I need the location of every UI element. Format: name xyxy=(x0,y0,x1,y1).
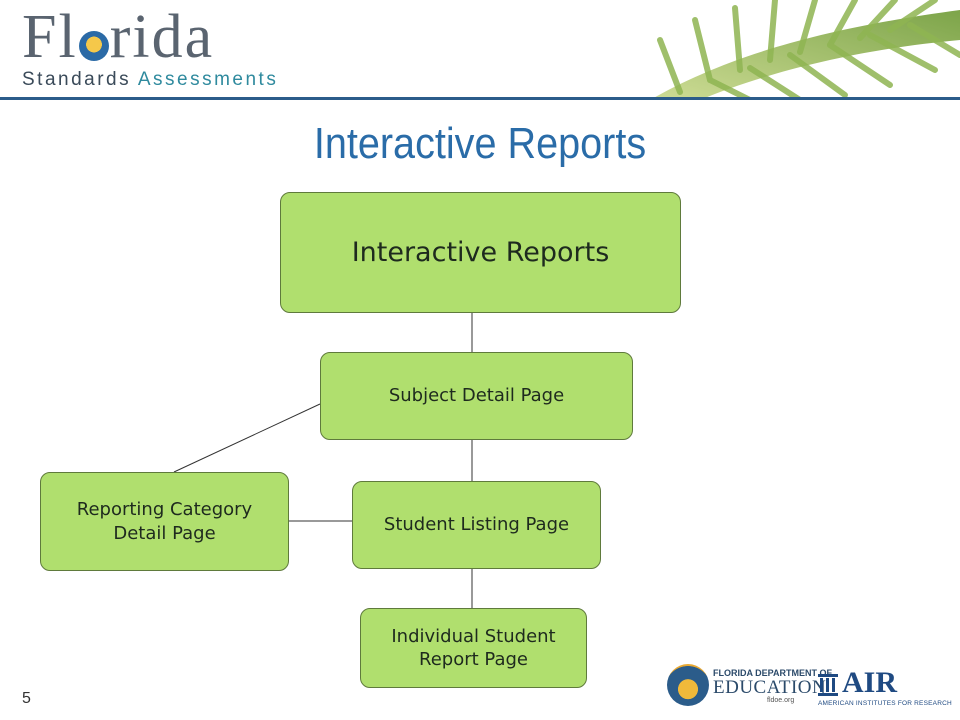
header-divider xyxy=(0,97,960,100)
fdoe-seal-icon xyxy=(667,664,709,706)
node-interactive-reports-label: Interactive Reports xyxy=(351,236,610,268)
node-interactive-reports: Interactive Reports xyxy=(280,192,681,313)
node-subject-detail-page: Subject Detail Page xyxy=(320,352,633,440)
logo-text-part-2: rida xyxy=(109,3,215,71)
fdoe-logo: FLORIDA DEPARTMENT OF EDUCATION fldoe.or… xyxy=(667,664,832,708)
connector-subject-category xyxy=(173,403,321,473)
sun-icon xyxy=(78,31,109,61)
air-logo: AIR AMERICAN INSTITUTES FOR RESEARCH xyxy=(818,666,952,710)
logo-subtitle: Standards Assessments xyxy=(22,70,278,90)
fdoe-logo-url: fldoe.org xyxy=(767,697,795,704)
logo-text-part-1: Fl xyxy=(22,3,78,71)
air-building-icon xyxy=(818,674,838,696)
fdoe-logo-line2: EDUCATION xyxy=(713,677,827,698)
node-individual-student-label-2: Report Page xyxy=(419,649,528,670)
page-number: 5 xyxy=(22,690,31,707)
node-reporting-category-label-2: Detail Page xyxy=(113,522,216,544)
slide-title: Interactive Reports xyxy=(313,119,647,168)
air-logo-text: AIR xyxy=(842,666,898,699)
node-reporting-category-detail-page: Reporting Category Detail Page xyxy=(40,472,289,571)
node-subject-detail-label: Subject Detail Page xyxy=(388,385,565,407)
node-reporting-category-label-1: Reporting Category xyxy=(76,499,253,521)
palm-frond-icon xyxy=(650,0,960,100)
logo-subtitle-standards: Standards xyxy=(22,69,132,90)
air-logo-subtitle: AMERICAN INSTITUTES FOR RESEARCH xyxy=(818,700,952,707)
fdoe-logo-line1: FLORIDA DEPARTMENT OF xyxy=(713,668,832,678)
node-student-listing-page: Student Listing Page xyxy=(352,481,601,569)
logo-subtitle-assessments: Assessments xyxy=(137,69,279,90)
node-individual-student-label-1: Individual Student xyxy=(391,625,556,647)
node-individual-student-report-page: Individual Student Report Page xyxy=(360,608,587,688)
node-student-listing-label: Student Listing Page xyxy=(383,514,570,536)
